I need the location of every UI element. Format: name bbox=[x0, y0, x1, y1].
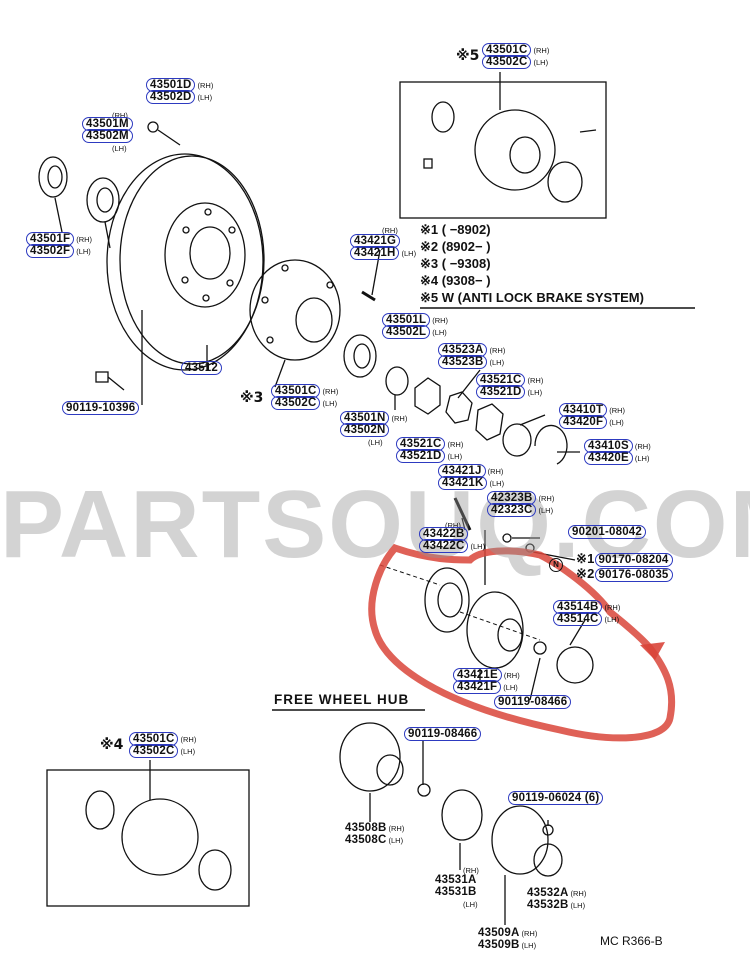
small-bolt bbox=[423, 158, 433, 169]
note-2: ※2 (8902− ) bbox=[420, 239, 491, 254]
inset-hub bbox=[121, 798, 199, 876]
front-axle-hub bbox=[249, 259, 341, 361]
part-label-disc[interactable]: 43512 bbox=[181, 361, 222, 375]
spacer bbox=[502, 423, 532, 457]
note-5: ※5 W (ANTI LOCK BRAKE SYSTEM) bbox=[420, 290, 644, 305]
part-label-421j[interactable]: 43421J(RH) 43421K(LH) bbox=[438, 464, 504, 490]
part-label-410t[interactable]: 43410T(RH) 43420F(LH) bbox=[559, 403, 625, 429]
part-label-abs-hub[interactable]: 43501C(RH) 43502C(LH) bbox=[482, 43, 549, 69]
abs-inset-box bbox=[399, 81, 607, 219]
section-title: FREE WHEEL HUB bbox=[274, 692, 410, 707]
part-label-stud-m[interactable]: (RH) 43501M 43502M (LH) bbox=[82, 110, 133, 155]
part-label-0201[interactable]: 90201-08042 bbox=[568, 525, 646, 539]
part-label-08466-a[interactable]: 90119-08466 bbox=[494, 695, 572, 709]
lock-nut-2 bbox=[475, 403, 504, 441]
part-label-521-a[interactable]: 43521C(RH) 43521D(LH) bbox=[476, 373, 543, 399]
inset-seal bbox=[85, 790, 115, 830]
note-4: ※4 (9308− ) bbox=[420, 273, 491, 288]
part-label-523[interactable]: 43523A(RH) 43523B(LH) bbox=[438, 343, 505, 369]
part-label-stud-d[interactable]: 43501D(RH) 43502D(LH) bbox=[146, 78, 213, 104]
washer-1 bbox=[385, 366, 409, 396]
part-label-509[interactable]: 43509A(RH) 43509B(LH) bbox=[478, 927, 538, 951]
abs-hub bbox=[474, 109, 556, 191]
part-label-508[interactable]: 43508B(RH) 43508C(LH) bbox=[345, 822, 405, 846]
fwh-bolt bbox=[417, 783, 431, 797]
hub-cap bbox=[556, 646, 594, 684]
abs-seal bbox=[431, 101, 455, 133]
outer-bearing bbox=[86, 177, 120, 223]
flange-bolt bbox=[533, 641, 547, 655]
hub-stud bbox=[147, 121, 181, 146]
hub-flange-gasket bbox=[424, 567, 470, 633]
red-annotation-loop bbox=[368, 543, 676, 742]
part-label-421e[interactable]: 43421E(RH) 43421F(LH) bbox=[453, 668, 520, 694]
condition-mark: ※4 bbox=[100, 737, 124, 753]
part-label-410s[interactable]: 43410S(RH) 43420E(LH) bbox=[584, 439, 651, 465]
condition-mark: ※5 bbox=[456, 48, 480, 64]
condition-mark: ※3 bbox=[240, 390, 264, 406]
fwh-gasket bbox=[441, 789, 483, 841]
part-label-422[interactable]: (RH) 43422B 43422C(LH) bbox=[419, 520, 485, 553]
free-wheel-hub-body bbox=[339, 722, 404, 792]
drive-flange bbox=[466, 591, 524, 669]
part-label-g[interactable]: (RH) 43421G 43421H(LH) bbox=[350, 225, 416, 260]
snap-ring bbox=[534, 424, 568, 465]
note-1: ※1 ( −8902) bbox=[420, 222, 491, 237]
part-label-08466-b[interactable]: 90119-08466 bbox=[404, 727, 482, 741]
nut-marker-icon: N bbox=[549, 558, 563, 572]
part-label-n[interactable]: 43501N(RH) 43502N (LH) bbox=[340, 411, 407, 449]
part-label-hub-4[interactable]: 43501C(RH) 43502C(LH) bbox=[129, 732, 196, 758]
part-label-531[interactable]: (RH) 43531A 43531B (LH) bbox=[435, 866, 479, 909]
fwh-cap bbox=[533, 843, 563, 877]
nut-1 bbox=[502, 533, 512, 543]
bolt-90119 bbox=[95, 371, 125, 391]
part-label-514[interactable]: 43514B(RH) 43514C(LH) bbox=[553, 600, 620, 626]
abs-bearing bbox=[547, 161, 583, 203]
inset-bearing bbox=[198, 849, 232, 891]
part-label-l[interactable]: 43501L(RH) 43502L(LH) bbox=[382, 313, 448, 339]
part-label-521-b[interactable]: 43521C(RH) 43521D(LH) bbox=[396, 437, 463, 463]
part-label-532[interactable]: 43532A(RH) 43532B(LH) bbox=[527, 887, 587, 911]
figure-code: MC R366-B bbox=[600, 934, 663, 948]
inner-bearing bbox=[343, 334, 377, 378]
fwh-cover bbox=[491, 805, 549, 875]
part-label-323[interactable]: 42323B(RH) 42323C(LH) bbox=[487, 491, 554, 517]
note-3: ※3 ( −9308) bbox=[420, 256, 491, 271]
part-label-06024[interactable]: 90119-06024 (6) bbox=[508, 791, 604, 805]
lock-nut-1 bbox=[414, 377, 441, 415]
part-label-seal-f[interactable]: 43501F(RH) 43502F(LH) bbox=[26, 232, 92, 258]
part-label-bolt-10396[interactable]: 90119-10396 bbox=[62, 401, 140, 415]
oil-seal bbox=[38, 156, 68, 198]
part-label-hub-3[interactable]: 43501C(RH) 43502C(LH) bbox=[271, 384, 338, 410]
brake-disc bbox=[106, 153, 265, 371]
free-hub-inset-box bbox=[46, 769, 250, 907]
